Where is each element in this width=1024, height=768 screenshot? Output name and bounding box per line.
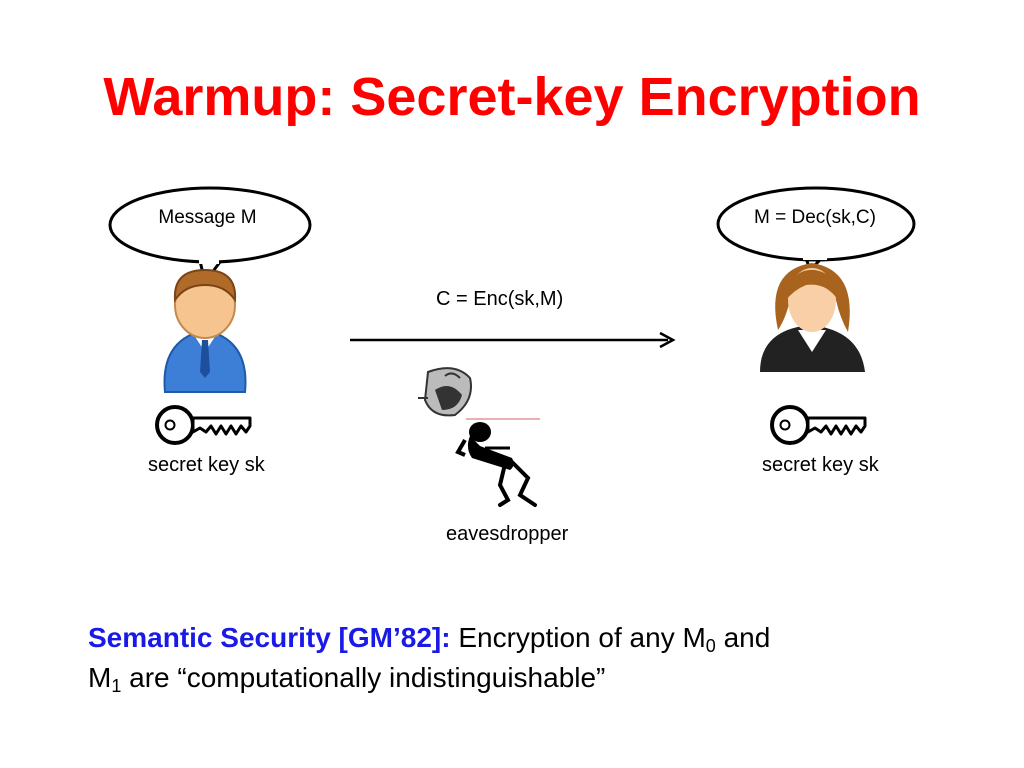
sender-key-label: secret key sk [148,454,265,476]
sender-speech-bubble [108,186,312,286]
receiver-person-icon [760,263,865,372]
spy-dish-icon [418,367,472,417]
slide-title: Warmup: Secret-key Encryption [103,67,921,127]
subscript-zero: 0 [705,636,716,656]
receiver-bubble-text: M = Dec(sk,C) [754,207,876,228]
eavesdropper-figure-icon [455,422,537,507]
eavesdropper-label: eavesdropper [446,523,569,545]
statement-text-part3: M [88,662,112,693]
semantic-security-statement: Semantic Security [GM’82]: Encryption of… [88,618,968,698]
sender-key-icon [155,405,252,445]
receiver-key-label: secret key sk [762,454,879,476]
ciphertext-arrow [350,331,676,349]
receiver-key-icon [770,405,867,445]
sender-person-icon [163,268,247,393]
statement-text-part4: are “computationally indistinguishable” [121,662,606,693]
statement-text-part1: Encryption of any M [458,622,706,653]
statement-text-part2: and [715,622,771,653]
sender-bubble-text: Message M [158,207,257,228]
receiver-speech-bubble [716,186,916,273]
ciphertext-label: C = Enc(sk,M) [436,288,564,310]
subscript-one: 1 [111,676,122,696]
semantic-security-heading: Semantic Security [GM’82]: [88,622,451,653]
